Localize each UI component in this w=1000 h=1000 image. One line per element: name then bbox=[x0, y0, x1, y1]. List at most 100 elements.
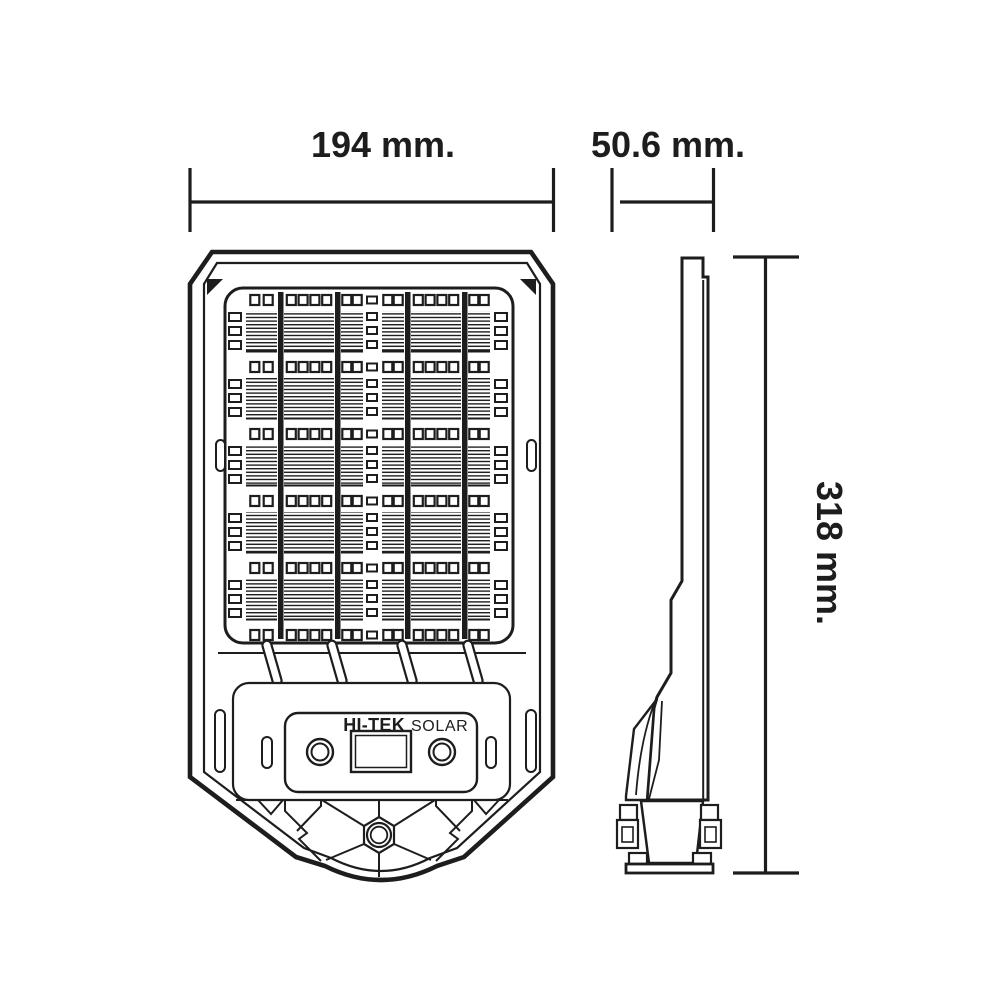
contact-square bbox=[249, 427, 261, 441]
cell-stripes bbox=[382, 579, 404, 619]
cell-stripes bbox=[411, 512, 461, 552]
edge-square bbox=[228, 541, 242, 551]
rail-slot bbox=[215, 439, 226, 472]
sensor-window bbox=[349, 729, 413, 774]
cell-stripes bbox=[468, 579, 490, 619]
center-square bbox=[366, 580, 378, 589]
contact-square bbox=[448, 293, 460, 307]
cell-stripes bbox=[468, 445, 490, 485]
contact-square bbox=[249, 561, 261, 575]
plate-slot bbox=[261, 736, 273, 769]
cell-stripes bbox=[382, 445, 404, 485]
side-clamp bbox=[698, 818, 723, 850]
contact-square bbox=[297, 360, 309, 374]
contact-square bbox=[412, 427, 424, 441]
side-arm-bracket-line bbox=[635, 703, 655, 796]
edge-square bbox=[228, 326, 242, 336]
edge-square bbox=[228, 474, 242, 484]
center-square bbox=[366, 393, 378, 402]
contact-square bbox=[448, 427, 460, 441]
cell-stripes bbox=[411, 445, 461, 485]
contact-square bbox=[285, 360, 297, 374]
edge-square bbox=[494, 340, 508, 350]
contact-square bbox=[382, 427, 394, 441]
dimension-height: 318 mm. bbox=[733, 255, 850, 875]
edge-square bbox=[494, 446, 508, 456]
contact-square bbox=[392, 494, 404, 508]
mounting-bolt bbox=[365, 821, 393, 849]
contact-square bbox=[436, 494, 448, 508]
center-square bbox=[366, 563, 378, 573]
cell-stripes bbox=[246, 311, 277, 351]
contact-square bbox=[468, 360, 480, 374]
contact-square bbox=[341, 628, 353, 642]
cell-stripes bbox=[284, 311, 334, 351]
edge-square bbox=[494, 326, 508, 336]
contact-square bbox=[351, 494, 363, 508]
contact-square bbox=[285, 561, 297, 575]
edge-square bbox=[228, 379, 242, 389]
center-square bbox=[366, 407, 378, 416]
contact-square bbox=[262, 293, 274, 307]
contact-square bbox=[478, 561, 490, 575]
contact-square bbox=[297, 561, 309, 575]
dimension-label-front-width: 194 mm. bbox=[311, 124, 455, 165]
side-clamp-inner bbox=[704, 826, 717, 843]
contact-square bbox=[321, 293, 333, 307]
contact-square bbox=[249, 628, 261, 642]
cell-stripes bbox=[468, 311, 490, 351]
plate-slot bbox=[485, 736, 497, 769]
contact-square bbox=[351, 360, 363, 374]
center-square bbox=[366, 446, 378, 455]
contact-square bbox=[382, 494, 394, 508]
center-square bbox=[366, 460, 378, 469]
contact-square bbox=[297, 427, 309, 441]
contact-square bbox=[382, 293, 394, 307]
contact-square bbox=[285, 494, 297, 508]
sensor-window-inner bbox=[354, 734, 408, 769]
contact-square bbox=[412, 628, 424, 642]
contact-square bbox=[468, 427, 480, 441]
mounting-bolt-inner bbox=[369, 825, 389, 845]
contact-square bbox=[309, 360, 321, 374]
edge-square bbox=[228, 407, 242, 417]
cell-stripes bbox=[382, 512, 404, 552]
contact-square bbox=[341, 427, 353, 441]
contact-square bbox=[448, 494, 460, 508]
contact-square bbox=[448, 628, 460, 642]
bus-bar bbox=[405, 292, 411, 639]
contact-square bbox=[321, 628, 333, 642]
solar-panel-cells bbox=[228, 292, 508, 642]
contact-square bbox=[351, 628, 363, 642]
edge-square bbox=[228, 608, 242, 618]
edge-square bbox=[228, 580, 242, 590]
cell-stripes bbox=[468, 512, 490, 552]
side-base-plate bbox=[624, 862, 715, 875]
contact-square bbox=[478, 293, 490, 307]
cell-stripes bbox=[284, 445, 334, 485]
edge-square bbox=[494, 460, 508, 470]
cell-stripes bbox=[341, 579, 363, 619]
contact-square bbox=[309, 427, 321, 441]
contact-square bbox=[285, 427, 297, 441]
contact-square bbox=[351, 561, 363, 575]
edge-square bbox=[494, 393, 508, 403]
contact-square bbox=[392, 293, 404, 307]
contact-square bbox=[412, 360, 424, 374]
contact-square bbox=[262, 427, 274, 441]
cell-stripes bbox=[341, 311, 363, 351]
corner-wedge bbox=[520, 279, 536, 295]
contact-square bbox=[321, 561, 333, 575]
cell-stripes bbox=[382, 378, 404, 418]
center-square bbox=[366, 295, 378, 305]
corner-wedge bbox=[207, 279, 223, 295]
edge-square bbox=[494, 474, 508, 484]
contact-square bbox=[468, 561, 480, 575]
fixing-screw-inner bbox=[432, 742, 452, 762]
cell-stripes bbox=[246, 579, 277, 619]
side-clamp bbox=[699, 803, 720, 822]
bus-bar bbox=[278, 292, 284, 639]
contact-square bbox=[436, 628, 448, 642]
edge-square bbox=[494, 513, 508, 523]
